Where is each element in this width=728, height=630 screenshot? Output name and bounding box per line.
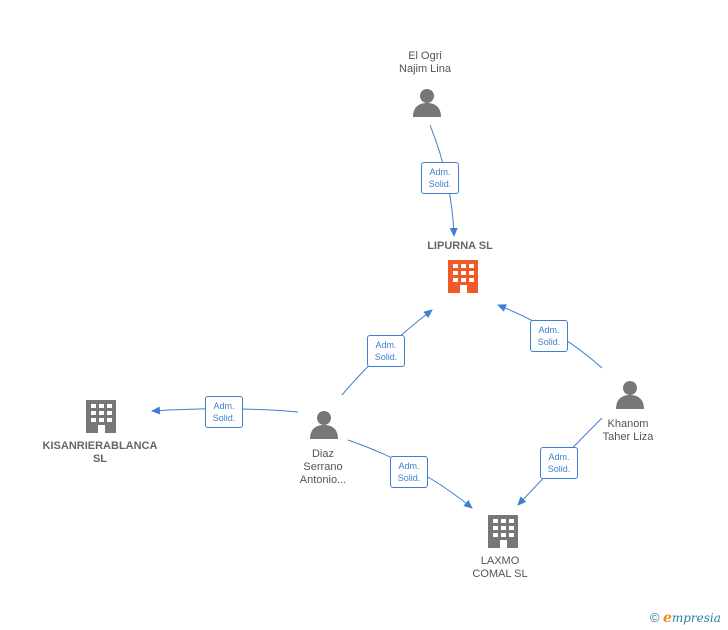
edge-label-line: Adm. — [398, 461, 420, 471]
node-label-line: COMAL SL — [472, 568, 528, 580]
copyright-icon: © — [650, 610, 660, 625]
node-label-line: Taher Liza — [602, 431, 654, 443]
building-icon[interactable] — [448, 260, 478, 293]
edge-label-line: Solid. — [537, 337, 561, 347]
node-label-kisan[interactable]: KISANRIERABLANCA SL — [40, 440, 160, 466]
edge-label-khanom-lipurna[interactable]: Adm. Solid. — [530, 320, 568, 352]
node-label-line: SL — [92, 453, 108, 465]
person-icon[interactable] — [413, 89, 441, 117]
brand-footer: © empresia — [650, 610, 721, 626]
node-label-line: Antonio... — [299, 474, 347, 486]
edge-label-el-ogri-lipurna[interactable]: Adm. Solid. — [421, 162, 459, 194]
node-label-line: Diaz — [311, 448, 334, 460]
edge-label-diaz-laxmo[interactable]: Adm. Solid. — [390, 456, 428, 488]
edge-label-line: Solid. — [212, 413, 236, 423]
edge-label-line: Adm. — [548, 452, 570, 462]
building-icon[interactable] — [86, 400, 116, 433]
node-label-line: LIPURNA SL — [427, 240, 493, 252]
edge-label-line: Adm. — [429, 167, 451, 177]
brand-logo-initial: e — [662, 610, 672, 626]
person-icon[interactable] — [616, 381, 644, 409]
edge-label-line: Solid. — [547, 464, 571, 474]
edge-label-line: Solid. — [397, 473, 421, 483]
edge-label-line: Solid. — [374, 352, 398, 362]
node-label-line: El Ogri — [408, 50, 442, 62]
edge-label-line: Adm. — [213, 401, 235, 411]
person-icon[interactable] — [310, 411, 338, 439]
edge-label-diaz-lipurna[interactable]: Adm. Solid. — [367, 335, 405, 367]
edge-label-line: Adm. — [375, 340, 397, 350]
node-label-line: Najim Lina — [399, 63, 451, 75]
node-label-laxmo[interactable]: LAXMO COMAL SL — [460, 555, 540, 581]
edge-label-line: Adm. — [538, 325, 560, 335]
node-label-lipurna[interactable]: LIPURNA SL — [410, 240, 510, 253]
building-icon[interactable] — [488, 515, 518, 548]
brand-logo-text: mpresia — [671, 611, 721, 625]
node-label-line: LAXMO — [480, 555, 520, 567]
node-label-el-ogri[interactable]: El Ogri Najim Lina — [385, 50, 465, 76]
node-label-diaz[interactable]: Diaz Serrano Antonio... — [283, 448, 363, 487]
edge-label-diaz-kisan[interactable]: Adm. Solid. — [205, 396, 243, 428]
node-label-line: Khanom — [607, 418, 649, 430]
node-label-khanom[interactable]: Khanom Taher Liza — [588, 418, 668, 444]
edge-label-line: Solid. — [428, 179, 452, 189]
node-label-line: Serrano — [303, 461, 343, 473]
node-label-line: KISANRIERABLANCA — [42, 440, 158, 452]
edge-label-khanom-laxmo[interactable]: Adm. Solid. — [540, 447, 578, 479]
